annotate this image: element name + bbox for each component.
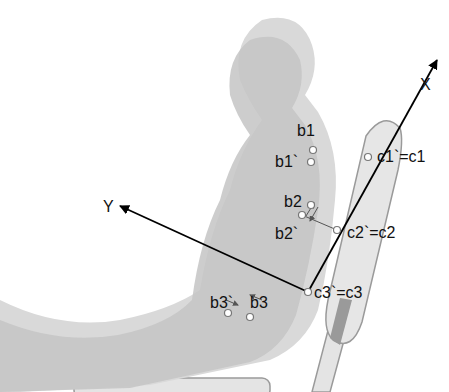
y-axis bbox=[120, 206, 308, 292]
displacement-arrow bbox=[310, 207, 318, 221]
axis-label: Y bbox=[103, 198, 114, 216]
point-label: b1 bbox=[297, 122, 315, 140]
axis-label: X bbox=[420, 76, 431, 94]
point-label: b3` bbox=[210, 294, 233, 312]
person-shifted-silhouette bbox=[0, 37, 320, 392]
point-label: c1`=c1 bbox=[377, 148, 425, 166]
point-label: b1` bbox=[275, 153, 298, 171]
guide-line bbox=[302, 215, 337, 230]
point-label: b2 bbox=[284, 193, 302, 211]
chair-lumbar bbox=[330, 298, 352, 345]
point-label: b2` bbox=[275, 225, 298, 243]
person-silhouette bbox=[0, 18, 336, 392]
point-label: c2`=c2 bbox=[347, 224, 395, 242]
point-label: c3`=c3 bbox=[314, 284, 362, 302]
point-label: b3 bbox=[250, 294, 268, 312]
x-axis bbox=[308, 60, 437, 292]
